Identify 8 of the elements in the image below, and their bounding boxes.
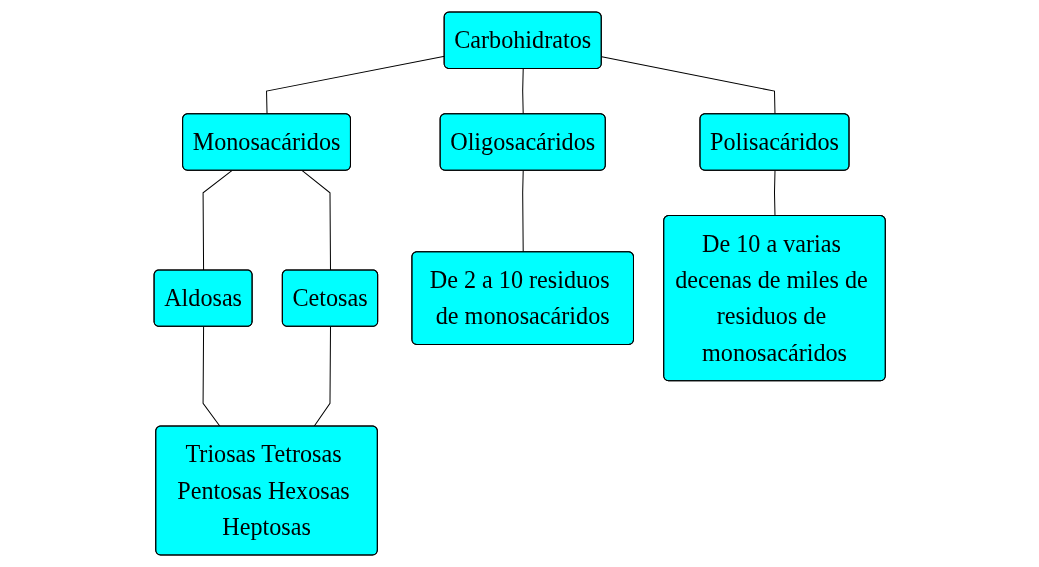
- connector: [202, 170, 233, 271]
- connector: [301, 170, 331, 271]
- connector: [773, 170, 776, 217]
- connector: [601, 56, 776, 115]
- connector: [313, 326, 331, 428]
- connector: [522, 68, 524, 115]
- connector: [202, 326, 221, 428]
- connector: [522, 170, 524, 253]
